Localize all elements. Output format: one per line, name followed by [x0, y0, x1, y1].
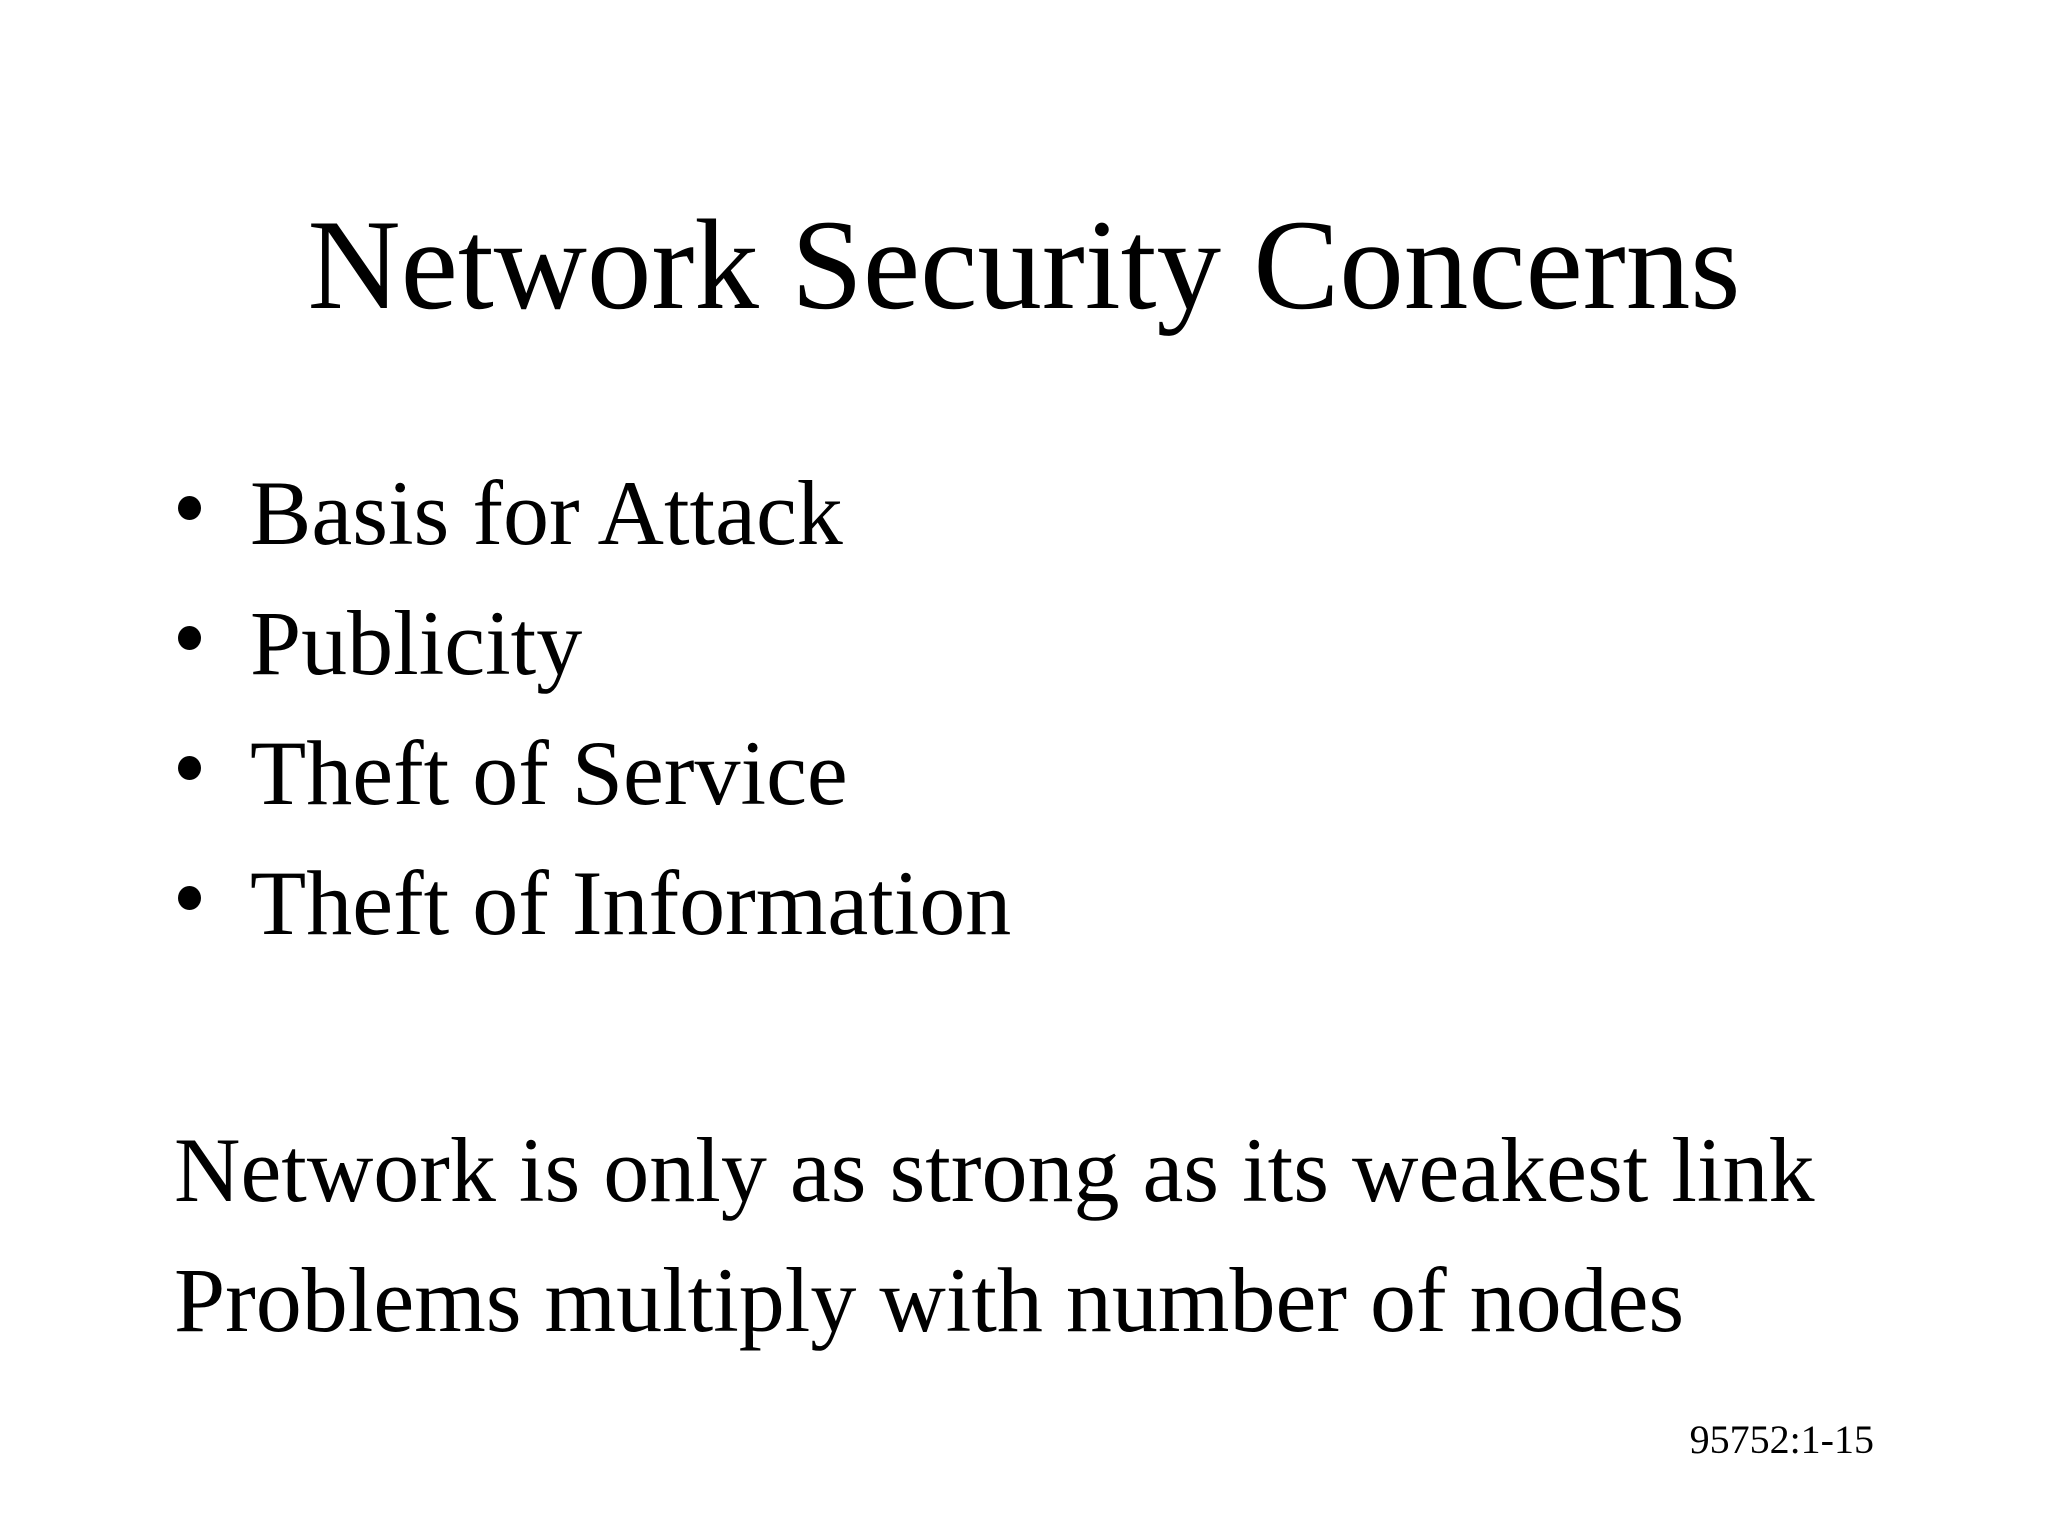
bullet-icon	[178, 756, 201, 780]
statement-weakest-link: Network is only as strong as its weakest…	[174, 1119, 1815, 1221]
bullet-icon	[178, 886, 201, 910]
bullet-item-basis-for-attack: Basis for Attack	[250, 462, 843, 564]
statement-block: Network is only as strong as its weakest…	[174, 1105, 1924, 1365]
list-item: Theft of Information	[178, 838, 1878, 968]
slide-number: 95752:1-15	[1689, 1417, 1874, 1462]
bullet-item-theft-of-information: Theft of Information	[250, 852, 1012, 954]
bullet-item-publicity: Publicity	[250, 592, 583, 694]
bullet-icon	[178, 496, 201, 520]
bullet-list: Basis for Attack Publicity Theft of Serv…	[178, 448, 1878, 968]
bullet-item-theft-of-service: Theft of Service	[250, 722, 848, 824]
slide-title: Network Security Concerns	[307, 193, 1741, 336]
bullet-icon	[178, 626, 201, 650]
list-item: Basis for Attack	[178, 448, 1878, 578]
statement-problems-multiply: Problems multiply with number of nodes	[174, 1249, 1685, 1351]
list-item: Theft of Service	[178, 708, 1878, 838]
list-item: Publicity	[178, 578, 1878, 708]
